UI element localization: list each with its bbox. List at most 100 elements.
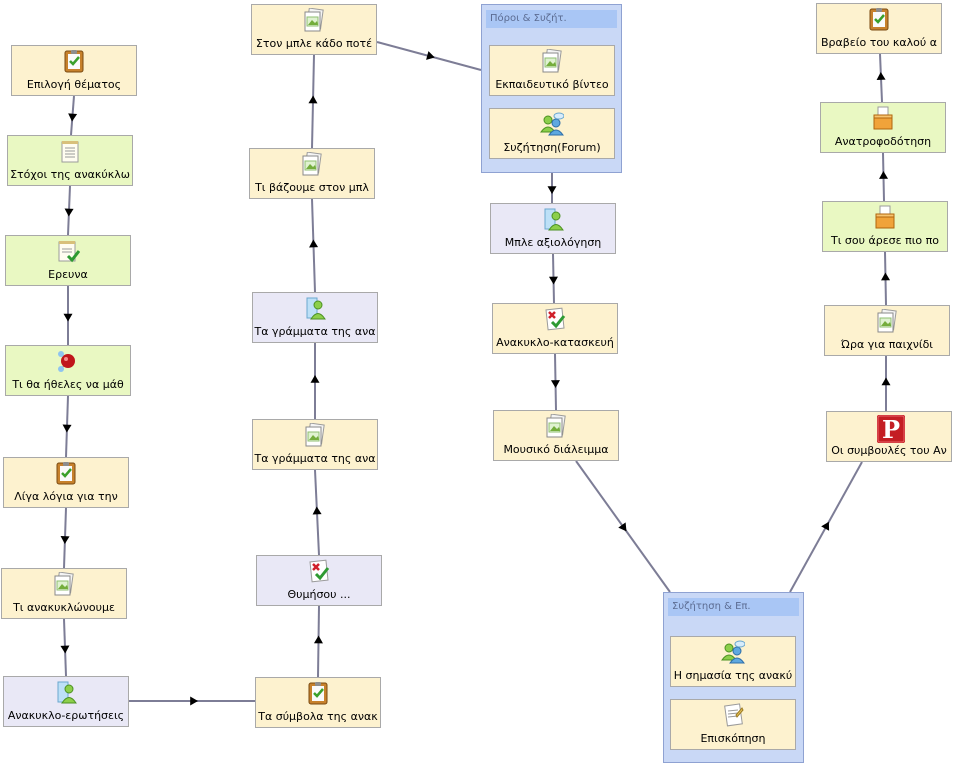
resources-group-title: Πόροι & Συζήτ. bbox=[486, 10, 617, 28]
node-label: Λίγα λόγια για την bbox=[14, 490, 118, 503]
activity-node-video[interactable]: Εκπαιδευτικό βίντεο bbox=[489, 45, 615, 96]
node-label: Η σημασία της ανακύ bbox=[673, 669, 793, 682]
forum-users-icon bbox=[721, 640, 746, 664]
node-label: Επισκόπηση bbox=[700, 732, 766, 745]
node-label: Ανακυκλο-κατασκευή bbox=[496, 336, 614, 349]
activity-node-mple-pote[interactable]: Στον μπλε κάδο ποτέ bbox=[251, 4, 377, 55]
activity-node-mousiko[interactable]: Μουσικό διάλειμμα bbox=[493, 410, 619, 461]
arrowhead bbox=[876, 72, 886, 80]
image-page-icon bbox=[300, 151, 324, 176]
checklist-icon bbox=[56, 239, 81, 263]
activity-node-kataskeui[interactable]: Ανακυκλο-κατασκευή bbox=[492, 303, 618, 354]
arrowhead bbox=[548, 276, 558, 285]
activity-node-liga[interactable]: Λίγα λόγια για την bbox=[3, 457, 129, 508]
activity-node-vazoume[interactable]: Τι βάζουμε στον μπλ bbox=[249, 148, 375, 199]
arrowhead bbox=[60, 645, 70, 654]
discussion-group-title: Συζήτηση & Επ. bbox=[668, 598, 799, 616]
node-label: Τα γράμματα της ανα bbox=[254, 325, 376, 338]
node-label: Τα γράμματα της ανα bbox=[254, 452, 376, 465]
node-label: Εκπαιδευτικό βίντεο bbox=[495, 78, 609, 91]
node-label: Τι σου άρεσε πιο πο bbox=[830, 234, 940, 247]
ballot-box-icon bbox=[873, 205, 897, 229]
node-label: Στον μπλε κάδο ποτέ bbox=[255, 37, 373, 50]
node-label: Επιλογή θέματος bbox=[26, 78, 122, 91]
activity-node-stoxoi[interactable]: Στόχοι της ανακύκλω bbox=[7, 135, 133, 186]
image-page-icon bbox=[52, 571, 76, 596]
quiz-user-icon bbox=[54, 680, 78, 704]
arrowhead bbox=[68, 113, 78, 122]
image-page-icon bbox=[875, 308, 899, 333]
clipboard-icon bbox=[867, 7, 891, 31]
quiz-user-icon bbox=[303, 296, 327, 320]
check-cross-icon bbox=[307, 559, 331, 583]
arrowhead bbox=[64, 208, 74, 217]
arrowhead bbox=[62, 424, 72, 433]
clipboard-icon bbox=[306, 681, 330, 705]
image-page-icon bbox=[303, 422, 327, 447]
node-label: Ανακυκλο-ερωτήσεις bbox=[7, 709, 125, 722]
arrowhead bbox=[550, 380, 560, 388]
arrowhead bbox=[60, 536, 70, 544]
arrowhead bbox=[190, 696, 198, 706]
arrowhead bbox=[881, 272, 891, 281]
node-label: Τα σύμβολα της ανακ bbox=[258, 710, 378, 723]
forum-users-icon bbox=[540, 112, 565, 136]
node-label: Τι θα ήθελες να μάθ bbox=[12, 378, 124, 391]
svg-text:P: P bbox=[882, 415, 900, 443]
arrowhead bbox=[63, 313, 73, 322]
node-label: Ερευνα bbox=[48, 268, 88, 281]
activity-node-vraveio[interactable]: Βραβείο του καλού α bbox=[816, 3, 942, 54]
arrowhead bbox=[881, 377, 891, 386]
node-label: Τι ανακυκλώνουμε bbox=[13, 601, 115, 614]
activity-node-anatrofodotisi[interactable]: Ανατροφοδότηση bbox=[820, 102, 946, 153]
node-label: Ανατροφοδότηση bbox=[834, 135, 932, 148]
p-logo-icon: P bbox=[877, 415, 905, 444]
activity-node-ti-tha[interactable]: Τι θα ήθελες να μάθ bbox=[5, 345, 131, 396]
notepad-icon bbox=[58, 139, 82, 163]
node-label: Μπλε αξιολόγηση bbox=[504, 236, 602, 249]
activity-node-erotiseis[interactable]: Ανακυκλο-ερωτήσεις bbox=[3, 676, 129, 727]
arrowhead bbox=[309, 239, 319, 248]
image-page-icon bbox=[544, 413, 568, 438]
molecule-icon bbox=[56, 349, 80, 373]
quiz-user-icon bbox=[541, 207, 565, 231]
node-label: Συζήτηση(Forum) bbox=[503, 141, 601, 154]
clipboard-icon bbox=[62, 49, 86, 73]
arrowhead bbox=[313, 635, 323, 644]
check-cross-icon bbox=[543, 307, 567, 331]
arrowhead bbox=[308, 95, 318, 104]
activity-node-erevna[interactable]: Ερευνα bbox=[5, 235, 131, 286]
node-label: Οι συμβουλές του Αν bbox=[831, 444, 947, 457]
activity-node-simasia[interactable]: Η σημασία της ανακύ bbox=[670, 636, 796, 687]
image-page-icon bbox=[302, 7, 326, 32]
clipboard-icon bbox=[54, 461, 78, 485]
activity-node-axiologisi[interactable]: Μπλε αξιολόγηση bbox=[490, 203, 616, 254]
node-label: Στόχοι της ανακύκλω bbox=[10, 168, 130, 181]
arrowhead bbox=[426, 51, 435, 60]
arrowhead bbox=[821, 521, 830, 531]
node-label: Βραβείο του καλού α bbox=[821, 36, 937, 49]
ballot-box-icon bbox=[871, 106, 895, 130]
activity-node-epilogi[interactable]: Επιλογή θέματος bbox=[11, 45, 137, 96]
activity-node-ti-anakykl[interactable]: Τι ανακυκλώνουμε bbox=[1, 568, 127, 619]
arrowhead bbox=[310, 375, 320, 383]
activity-node-grammata-2[interactable]: Τα γράμματα της ανα bbox=[252, 292, 378, 343]
activity-node-ora[interactable]: Ώρα για παιχνίδι bbox=[824, 305, 950, 356]
arrowhead bbox=[547, 186, 557, 194]
activity-node-grammata-1[interactable]: Τα γράμματα της ανα bbox=[252, 419, 378, 470]
arrowhead bbox=[879, 171, 889, 179]
node-label: Ώρα για παιχνίδι bbox=[840, 338, 934, 351]
activity-node-symvola[interactable]: Τα σύμβολα της ανακ bbox=[255, 677, 381, 728]
arrowhead bbox=[618, 522, 627, 532]
activity-node-forum[interactable]: Συζήτηση(Forum) bbox=[489, 108, 615, 159]
activity-node-areses[interactable]: Τι σου άρεσε πιο πο bbox=[822, 201, 948, 252]
activity-node-episkopisi[interactable]: Επισκόπηση bbox=[670, 699, 796, 750]
node-label: Τι βάζουμε στον μπλ bbox=[255, 181, 369, 194]
node-label: Μουσικό διάλειμμα bbox=[503, 443, 609, 456]
arrowhead bbox=[312, 506, 322, 515]
node-label: Θυμήσου ... bbox=[287, 588, 351, 601]
image-page-icon bbox=[540, 48, 564, 73]
activity-node-thymisou[interactable]: Θυμήσου ... bbox=[256, 555, 382, 606]
